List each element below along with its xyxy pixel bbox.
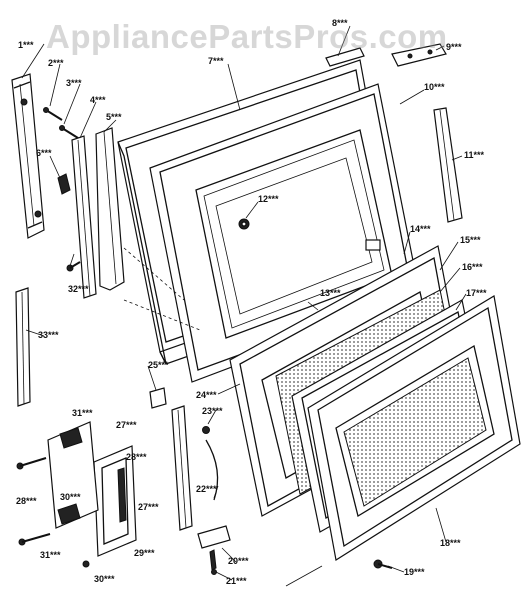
callout-10: 10*** — [424, 82, 445, 92]
part-latch-bracket — [16, 421, 99, 568]
callout-15: 15*** — [460, 235, 481, 245]
part-inner-door-liner — [307, 295, 521, 561]
part-small-bracket — [149, 387, 167, 409]
part-left-side-strip — [15, 287, 31, 407]
callout-30a: 30*** — [60, 492, 81, 502]
part-handle-screws — [43, 107, 79, 139]
leader-lines — [21, 25, 467, 581]
projection-lines — [123, 247, 323, 587]
callout-33: 33*** — [38, 330, 59, 340]
callout-28a: 28*** — [126, 452, 147, 462]
callout-31a: 31*** — [72, 408, 93, 418]
callout-4: 4*** — [90, 95, 106, 105]
part-stop-knob — [238, 218, 250, 230]
part-clip — [57, 173, 71, 195]
part-right-side-strip — [433, 107, 463, 223]
callout-11: 11*** — [464, 150, 485, 160]
callout-21: 21*** — [226, 576, 247, 586]
callout-25: 25*** — [148, 360, 169, 370]
callout-20: 20*** — [228, 556, 249, 566]
callout-6: 6*** — [36, 148, 52, 158]
callout-27a: 27*** — [116, 420, 137, 430]
callout-27b: 27*** — [138, 502, 159, 512]
callout-labels: 1*** 2*** 3*** 4*** 5*** 6*** 7*** 8*** … — [16, 18, 487, 586]
part-side-bracket — [95, 127, 125, 291]
callout-28b: 28*** — [16, 496, 37, 506]
callout-9: 9*** — [446, 42, 462, 52]
part-bottom-hinge-plate — [197, 525, 231, 575]
callout-3: 3*** — [66, 78, 82, 88]
callout-24: 24*** — [196, 390, 217, 400]
callout-23: 23*** — [202, 406, 223, 416]
callout-18: 18*** — [440, 538, 461, 548]
part-bracket-screw — [66, 261, 81, 272]
callout-17: 17*** — [466, 288, 487, 298]
callout-19: 19*** — [404, 567, 425, 577]
part-hinge-channel — [171, 405, 219, 531]
part-liner-screw — [373, 559, 393, 569]
part-door-handle — [11, 73, 45, 239]
part-trim-strip — [71, 135, 97, 299]
callout-29: 29*** — [134, 548, 155, 558]
callout-32: 32*** — [68, 284, 89, 294]
callout-12: 12*** — [258, 194, 279, 204]
callout-22: 22*** — [196, 484, 217, 494]
callout-16: 16*** — [462, 262, 483, 272]
callout-13: 13*** — [320, 288, 341, 298]
callout-31b: 31*** — [40, 550, 61, 560]
callout-8: 8*** — [332, 18, 348, 28]
part-latch-assembly — [93, 445, 137, 557]
callout-1: 1*** — [18, 40, 34, 50]
callout-30b: 30*** — [94, 574, 115, 584]
callout-14: 14*** — [410, 224, 431, 234]
callout-2: 2*** — [48, 58, 64, 68]
part-top-hinge-bracket — [325, 43, 447, 67]
callout-7: 7*** — [208, 56, 224, 66]
callout-5: 5*** — [106, 112, 122, 122]
